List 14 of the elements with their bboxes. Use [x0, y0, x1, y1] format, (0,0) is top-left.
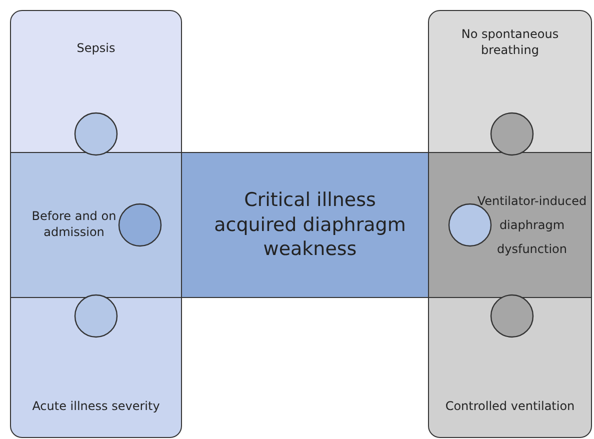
puzzle-piece	[428, 297, 592, 438]
puzzle-piece	[428, 152, 592, 298]
piece-label: Acute illness severity	[32, 399, 160, 415]
puzzle-piece	[10, 10, 182, 153]
puzzle-piece	[10, 297, 182, 438]
piece-label: Before and on admission	[30, 209, 118, 241]
piece-label: Controlled ventilation	[445, 399, 575, 415]
puzzle-piece	[10, 152, 182, 298]
puzzle-center-piece	[181, 152, 429, 298]
piece-label: Critical illness acquired diaphragm weakness	[213, 188, 407, 262]
puzzle-piece	[428, 10, 592, 153]
piece-label: No spontaneous breathing	[460, 27, 560, 58]
piece-label: Ventilator-induced diaphragm dysfunction	[477, 193, 587, 258]
piece-label: Sepsis	[76, 41, 116, 57]
